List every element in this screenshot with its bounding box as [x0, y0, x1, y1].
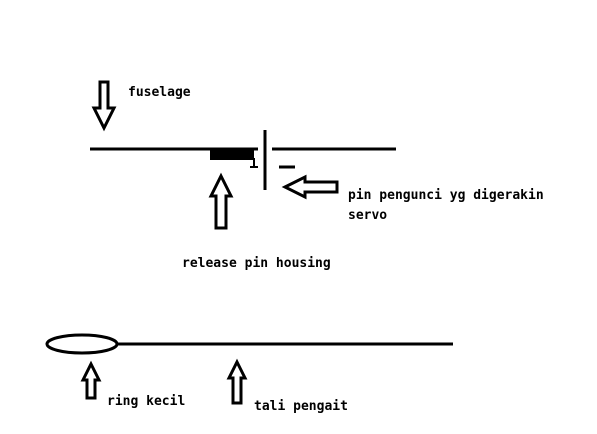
- release-pin-housing-label: release pin housing: [182, 256, 331, 271]
- tali-arrow-icon: [226, 358, 248, 405]
- fuselage-label: fuselage: [128, 85, 191, 100]
- fuselage-arrow-icon: [91, 80, 117, 132]
- pin-pengunci-label: pin pengunci yg digerakin: [348, 188, 544, 203]
- ring-kecil-label: ring kecil: [107, 394, 186, 409]
- release-pin-housing-block: [210, 150, 254, 160]
- ring-kecil-shape: [45, 333, 119, 355]
- servo-label: servo: [348, 208, 388, 223]
- ring-arrow-icon: [80, 360, 102, 400]
- housing-arrow-icon: [208, 172, 234, 230]
- tali-pengait-label: tali pengait: [254, 399, 348, 414]
- servo-pin-arrow-icon: [281, 174, 339, 200]
